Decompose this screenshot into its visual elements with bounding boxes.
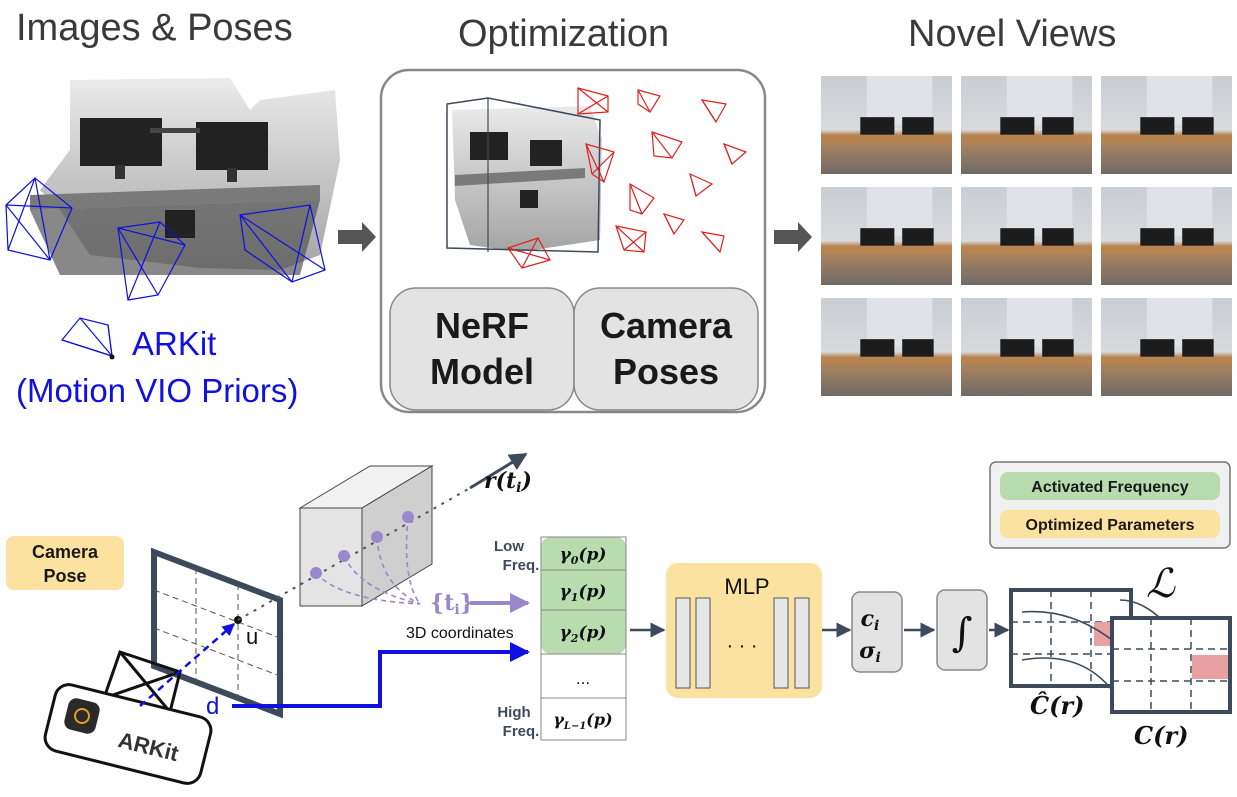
legend-optimized-label: Optimized Parameters — [1026, 517, 1195, 534]
encoding-row-1: γ1(p) — [560, 582, 607, 604]
density-output: σi — [859, 638, 881, 666]
optimization-scene — [446, 97, 602, 253]
direction-line — [232, 642, 530, 708]
point-cloud-scene — [30, 78, 340, 275]
arkit-device-icon — [64, 698, 100, 734]
camera-pose-tag-line1: Camera — [32, 542, 99, 562]
coords-label: 3D coordinates — [406, 625, 514, 642]
encoding-row-dots: ... — [576, 669, 590, 688]
gt-color-label: C(r) — [1134, 721, 1188, 750]
camera-poses-box — [573, 287, 759, 411]
novel-view-thumbnail — [1101, 76, 1232, 174]
novel-view-thumbnail — [1101, 298, 1232, 396]
arrow-to-optimization — [338, 222, 376, 252]
arkit-frustum-middle — [117, 221, 186, 301]
nerf-label-line2: Model — [430, 351, 534, 392]
novel-view-thumbnail — [961, 76, 1092, 174]
loss-symbol: ℒ — [1146, 561, 1176, 607]
mlp-dots: · · · — [726, 635, 757, 657]
novel-view-thumbnail — [961, 298, 1092, 396]
optimized-pose-frustums — [507, 87, 748, 269]
camera-ray-arrow — [469, 452, 528, 490]
arkit-subtitle: (Motion VIO Priors) — [16, 372, 298, 409]
high-freq-line1: High — [497, 704, 530, 721]
arkit-frustum-left — [5, 177, 73, 261]
novel-view-thumbnail — [821, 187, 952, 285]
legend-optimized-swatch — [1000, 510, 1220, 538]
encoding-row-2: γ2(p) — [560, 623, 607, 645]
novel-view-thumbnail — [821, 298, 952, 396]
novel-views-grid — [821, 76, 1232, 396]
mlp-label: MLP — [724, 574, 769, 599]
camera-poses-label-line1: Camera — [600, 305, 733, 346]
camera-poses-label-line2: Poses — [613, 351, 719, 392]
mlp-layers — [675, 597, 810, 689]
sample-points — [310, 511, 414, 579]
monitor-right — [196, 122, 268, 170]
heading-optimization: Optimization — [458, 13, 669, 55]
view-ray-dashed — [139, 623, 235, 707]
heading-images-poses: Images & Poses — [16, 7, 293, 49]
arkit-legend-frustum-icon — [60, 317, 113, 357]
camera-pose-tag-line2: Pose — [43, 566, 86, 586]
loss-curves — [1021, 599, 1161, 691]
sample-curves — [315, 516, 421, 605]
integral-symbol: ∫ — [952, 610, 973, 656]
arkit-device: ARKit — [43, 683, 213, 785]
sampling-cube — [298, 465, 434, 607]
novel-view-thumbnail — [821, 76, 952, 174]
color-output: ci — [861, 606, 880, 634]
monitor-left — [80, 118, 162, 166]
nerf-label-line1: NeRF — [435, 305, 529, 346]
novel-view-thumbnail — [961, 187, 1092, 285]
arrow-to-novel-views — [774, 222, 812, 252]
arkit-label: ARKit — [132, 325, 216, 362]
pred-color-label: Ĉ(r) — [1030, 691, 1084, 720]
ground-truth-image — [1110, 616, 1232, 714]
arkit-frustum-right — [239, 204, 326, 283]
integral-box — [936, 589, 988, 671]
low-freq-line1: Low — [494, 538, 524, 555]
pixel-label: u — [246, 624, 258, 649]
novel-view-thumbnail — [1101, 187, 1232, 285]
arkit-frustums — [5, 177, 326, 357]
image-plane — [151, 547, 283, 719]
outputs-box — [851, 591, 903, 673]
high-freq-line2: Freq. — [503, 723, 540, 740]
ray-label: r(ti) — [484, 468, 532, 496]
desk — [30, 185, 320, 210]
heading-novel-views: Novel Views — [908, 13, 1116, 55]
camera-pose-tag — [6, 536, 124, 590]
encoding-row-0: γ0(p) — [560, 545, 607, 567]
legend-activated-label: Activated Frequency — [1031, 479, 1188, 496]
encoding-row-last: γL−1(p) — [553, 710, 612, 732]
low-freq-line2: Freq. — [503, 557, 540, 574]
direction-label: d — [206, 693, 219, 720]
legend-activated-swatch — [1000, 472, 1220, 500]
samples-label: {ti} — [430, 590, 474, 618]
encoding-column — [540, 536, 627, 741]
